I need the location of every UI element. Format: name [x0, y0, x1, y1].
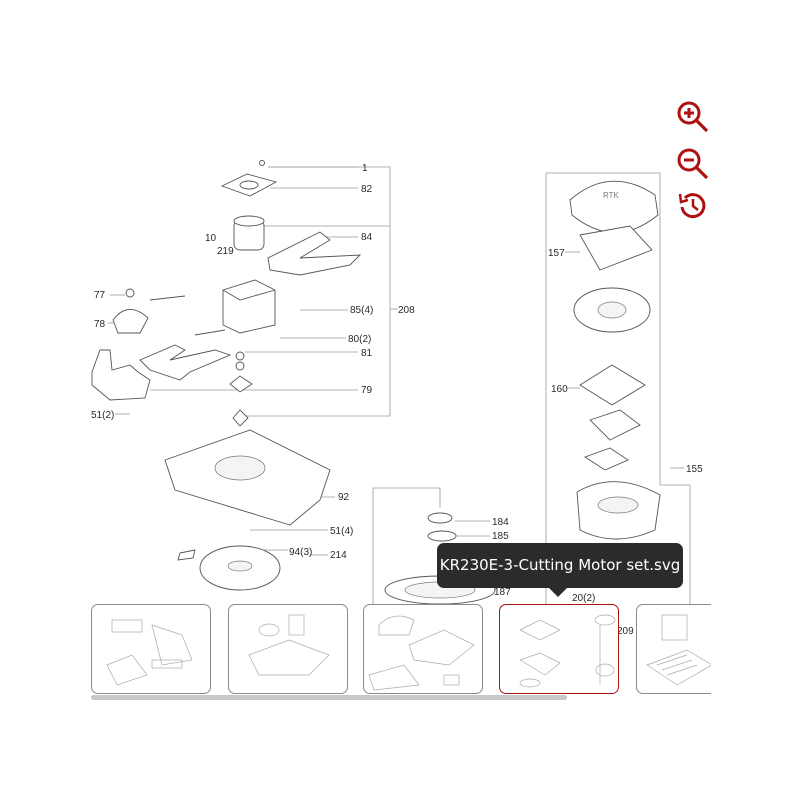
- thumbnail-1[interactable]: [91, 604, 211, 694]
- zoom-in-button[interactable]: [674, 98, 712, 136]
- callout-labels: 1 82 84 10 219 77 78 85(4) 208 80(2) 81 …: [91, 163, 703, 637]
- callout-92[interactable]: 92: [338, 492, 350, 503]
- callout-10[interactable]: 10: [205, 233, 217, 244]
- zoom-in-icon: [677, 101, 709, 133]
- callout-94[interactable]: 94(3): [289, 547, 312, 558]
- thumbnail-scrollbar[interactable]: [91, 695, 567, 700]
- callout-155[interactable]: 155: [686, 464, 703, 475]
- callout-208[interactable]: 208: [398, 305, 415, 316]
- thumbnail-5[interactable]: [636, 604, 711, 694]
- callout-209[interactable]: 209: [617, 626, 634, 637]
- callout-219[interactable]: 219: [217, 246, 234, 257]
- callout-51-2[interactable]: 51(2): [91, 410, 114, 421]
- callout-184[interactable]: 184: [492, 517, 509, 528]
- callout-77[interactable]: 77: [94, 290, 106, 301]
- callout-78[interactable]: 78: [94, 319, 106, 330]
- callout-1[interactable]: 1: [362, 163, 368, 174]
- callout-160[interactable]: 160: [551, 384, 568, 395]
- history-icon: [678, 193, 706, 219]
- callout-85[interactable]: 85(4): [350, 305, 373, 316]
- callout-157[interactable]: 157: [548, 248, 565, 259]
- callout-84[interactable]: 84: [361, 232, 373, 243]
- callout-82[interactable]: 82: [361, 184, 373, 195]
- zoom-out-button[interactable]: [674, 145, 712, 183]
- thumbnail-strip[interactable]: [91, 604, 711, 694]
- thumbnail-3[interactable]: [363, 604, 483, 694]
- callout-79[interactable]: 79: [361, 385, 373, 396]
- thumbnail-4-selected[interactable]: [499, 604, 619, 694]
- callout-20[interactable]: 20(2): [572, 593, 595, 604]
- thumbnail-tooltip: KR230E-3-Cutting Motor set.svg: [437, 543, 683, 597]
- zoom-out-icon: [677, 148, 709, 180]
- reset-view-button[interactable]: [674, 188, 712, 226]
- callout-214[interactable]: 214: [330, 550, 347, 561]
- rtk-logo: RTK: [603, 191, 620, 200]
- callout-185[interactable]: 185: [492, 531, 509, 542]
- callout-51-4[interactable]: 51(4): [330, 526, 353, 537]
- thumbnail-2[interactable]: [228, 604, 348, 694]
- callout-81[interactable]: 81: [361, 348, 373, 359]
- callout-80[interactable]: 80(2): [348, 334, 371, 345]
- callout-187[interactable]: 187: [494, 587, 511, 598]
